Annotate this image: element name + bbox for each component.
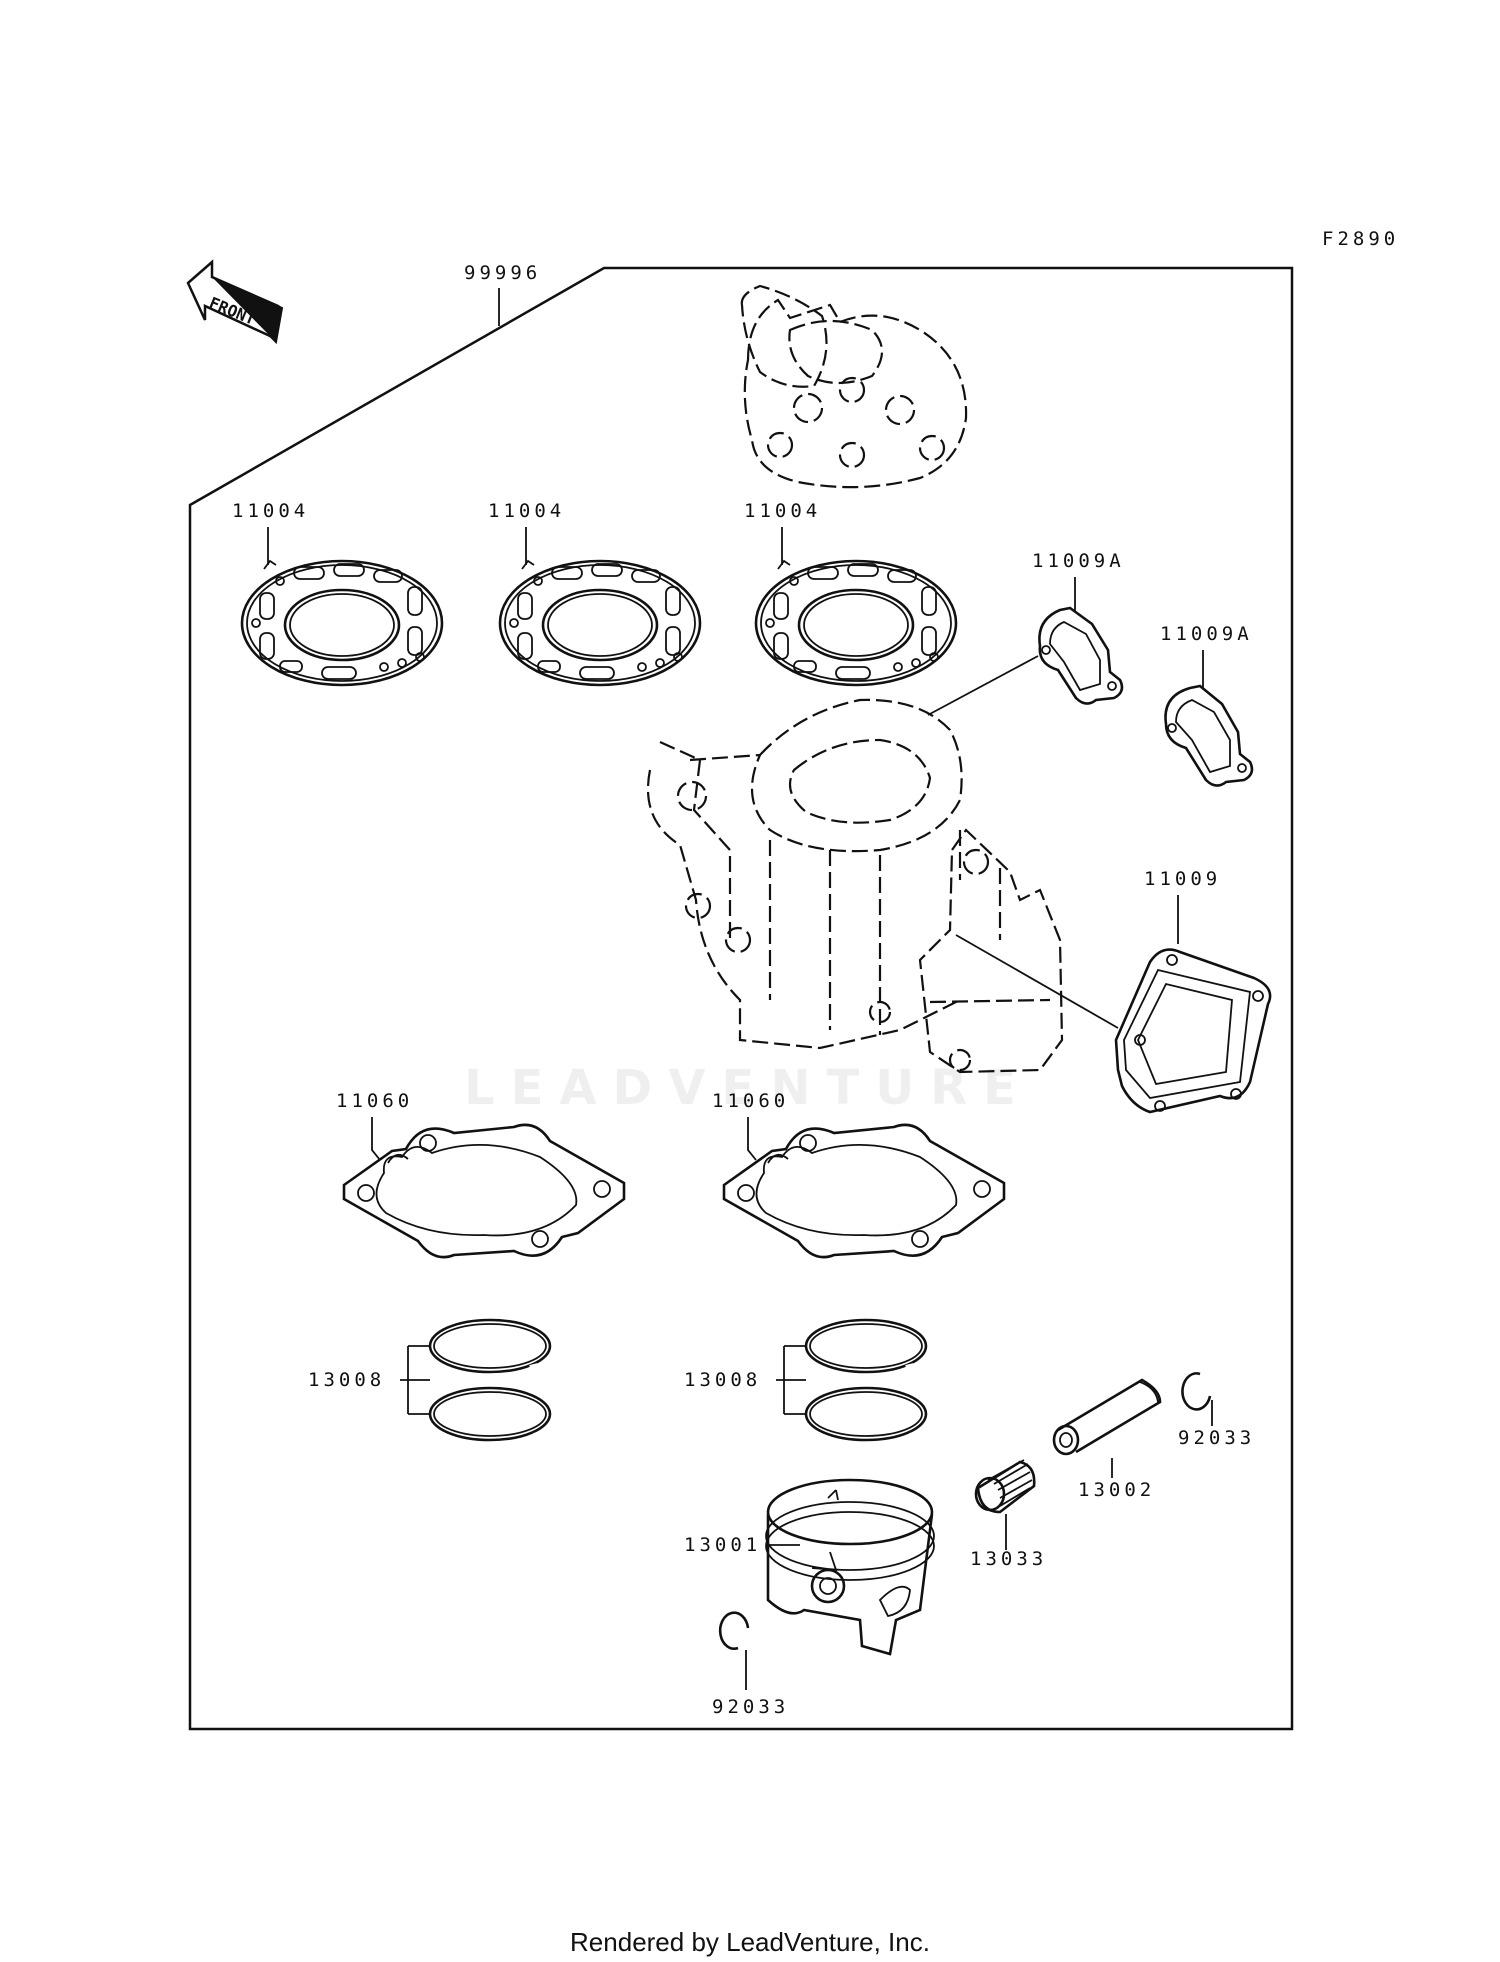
- piston: 13001: [684, 1478, 935, 1656]
- needle-bearing-label: 13033: [970, 1548, 1047, 1570]
- head-gasket-1: 11004: [232, 500, 444, 687]
- ring-set-2: 13008: [684, 1320, 926, 1440]
- needle-bearing: 13033: [970, 1459, 1047, 1570]
- circlip-2-label: 92033: [712, 1696, 789, 1718]
- piston-label: 13001: [684, 1534, 761, 1556]
- head-gasket-3: 11004: [744, 500, 958, 687]
- exhaust-gasket-a2-label: 11009A: [1160, 623, 1253, 645]
- watermark: LEADVENTURE: [464, 1060, 1032, 1116]
- kit-frame: [188, 266, 1294, 1731]
- ring-set-1: 13008: [308, 1320, 550, 1440]
- ring-set-1-label: 13008: [308, 1369, 385, 1391]
- head-gasket-1-label: 11004: [232, 500, 309, 522]
- reed-gasket-label: 11009: [1144, 868, 1221, 890]
- exhaust-gasket-a1-label: 11009A: [1032, 550, 1125, 572]
- kit-label: 99996: [464, 262, 541, 284]
- circlip-2: 92033: [712, 1611, 789, 1718]
- base-gasket-2-label: 11060: [712, 1090, 789, 1112]
- reed-gasket: 11009: [955, 868, 1272, 1114]
- piston-pin: 13002: [1052, 1378, 1162, 1501]
- front-arrow-icon: FRONT: [186, 259, 284, 345]
- exhaust-gasket-a1: 11009A: [927, 550, 1125, 716]
- circlip-1: 92033: [1178, 1372, 1255, 1449]
- cylinder-reference: [646, 698, 1064, 1074]
- exhaust-gasket-a2: 11009A: [1160, 623, 1254, 787]
- head-gasket-2-label: 11004: [488, 500, 565, 522]
- ring-set-2-label: 13008: [684, 1369, 761, 1391]
- diagram-code: F2890: [1322, 228, 1399, 250]
- footer-credit: Rendered by LeadVenture, Inc.: [570, 1927, 930, 1957]
- base-gasket-1-label: 11060: [336, 1090, 413, 1112]
- head-gasket-2: 11004: [488, 500, 702, 687]
- base-gasket-2: 11060: [712, 1090, 1006, 1259]
- circlip-1-label: 92033: [1178, 1427, 1255, 1449]
- base-gasket-1: 11060: [336, 1090, 626, 1259]
- piston-pin-label: 13002: [1078, 1479, 1155, 1501]
- head-gasket-3-label: 11004: [744, 500, 821, 522]
- cylinder-head-reference: [740, 284, 968, 489]
